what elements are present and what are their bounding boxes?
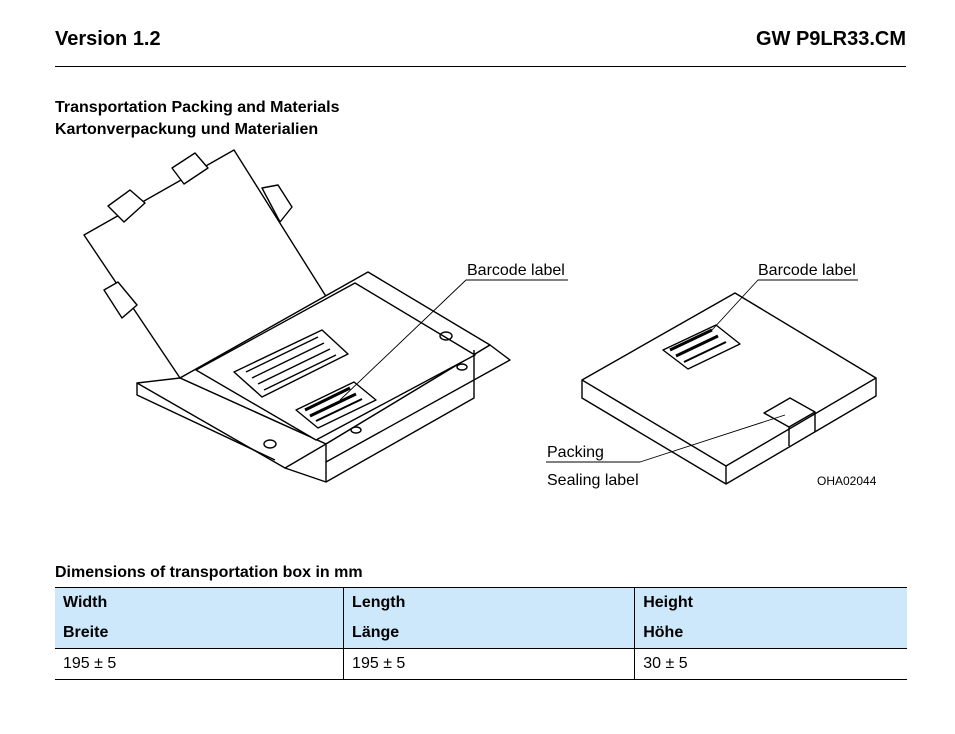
header-de: Breite [63,624,109,641]
open-box-base [136,271,511,483]
table-row: 195 ± 5 195 ± 5 30 ± 5 [55,648,907,680]
section-title: Transportation Packing and Materials Kar… [55,97,340,141]
closed-box [581,292,877,485]
width-header: Width Breite [55,587,344,649]
barcode-label-right-caption: Barcode label [758,262,856,279]
leader-lines [339,279,858,463]
section-title-en: Transportation Packing and Materials [55,99,340,116]
header-en: Width [63,594,108,611]
packing-caption: Packing [547,444,604,461]
dimensions-table: Width Breite Length Länge Height Höhe 19… [55,587,907,680]
header-de: Länge [352,624,400,641]
barcode-label-open-box [295,381,377,429]
height-value: 30 ± 5 [634,648,907,680]
length-header: Length Länge [343,587,635,649]
height-header: Height Höhe [634,587,907,649]
length-value: 195 ± 5 [343,648,635,680]
sealing-label-caption: Sealing label [547,472,639,489]
part-number: GW P9LR33.CM [755,28,906,50]
table-header-row: Width Breite Length Länge Height Höhe [55,587,907,649]
barcode-label-left-caption: Barcode label [467,262,565,279]
packing-illustration: Barcode label Barcode label Packing Seal… [83,149,877,489]
figure-id: OHA02044 [817,474,877,488]
dimensions-table-title: Dimensions of transportation box in mm [55,564,363,581]
header-de: Höhe [643,624,684,641]
document-version: Version 1.2 [55,28,161,50]
product-label [233,329,349,398]
header-en: Height [643,594,693,611]
header-en: Length [352,594,406,611]
width-value: 195 ± 5 [55,648,344,680]
header-divider [55,66,906,67]
section-title-de: Kartonverpackung und Materialien [55,121,319,138]
